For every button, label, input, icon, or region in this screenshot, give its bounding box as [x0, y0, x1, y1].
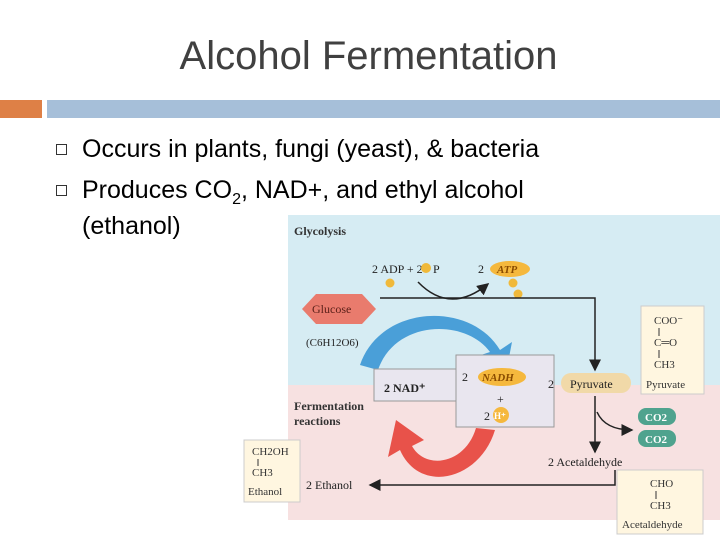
ethanol-label: 2 Ethanol: [306, 478, 353, 492]
phosphate-dot: [508, 278, 518, 288]
bullet-text-2: Produces CO2, NAD+, and ethyl alcohol: [82, 176, 524, 208]
pyruvate-structure-box: [640, 305, 705, 395]
ethanol-structure-line: CH3: [252, 467, 273, 479]
h-plus-label: H⁺: [494, 411, 506, 421]
plus-sign: +: [497, 392, 504, 406]
acetaldehyde-structure-line: CH3: [650, 500, 671, 512]
nadh-badge: [478, 368, 526, 386]
bullet-text-2-continued: (ethanol): [82, 212, 181, 240]
bullet-text-1: Occurs in plants, fungi (yeast), & bacte…: [82, 135, 540, 163]
pyruvate-structure-line: COO⁻: [654, 315, 683, 327]
slide-title: Alcohol Fermentation: [179, 34, 558, 78]
co2-release-arrow: [596, 411, 634, 436]
atp-label: ATP: [496, 264, 517, 276]
co2-pill: [638, 408, 676, 425]
ethanol-structure-name: Ethanol: [248, 486, 282, 498]
nad-box: [373, 368, 457, 402]
pyruvate-label: Pyruvate: [570, 377, 613, 391]
glucose-hexagon: [302, 294, 376, 324]
nad-plus-label: 2 NAD⁺: [384, 381, 425, 395]
acetaldehyde-structure-line: CHO: [650, 478, 673, 490]
co2-label: CO2: [645, 412, 668, 424]
pyruvate-structure-line: CH3: [654, 359, 675, 371]
phosphate-dot: [385, 278, 395, 288]
acetaldehyde-structure-name: Acetaldehyde: [622, 519, 683, 531]
pyruvate-coefficient: 2: [548, 377, 554, 391]
ethanol-structure-line: CH2OH: [252, 446, 289, 458]
glycolysis-label: Glycolysis: [294, 224, 346, 238]
glucose-label: Glucose: [312, 302, 351, 316]
phosphate-icon: [421, 263, 431, 273]
ethanol-structure-box: [243, 439, 301, 503]
h-plus-badge: [493, 407, 509, 423]
bullet-square-icon: [56, 185, 67, 196]
phosphate-dot: [513, 289, 523, 299]
atp-curve-arrow: [417, 281, 490, 300]
pyruvate-pill: [561, 373, 631, 393]
title-divider-bar: [47, 100, 720, 118]
acetaldehyde-label: 2 Acetaldehyde: [548, 455, 622, 469]
co2-pill: [638, 430, 676, 447]
h-coefficient: 2: [484, 409, 490, 423]
nadh-label: NADH: [481, 372, 514, 384]
fermentation-arrow: [388, 420, 495, 477]
acetaldehyde-to-ethanol-arrow: [368, 470, 616, 491]
fermentation-label-2: reactions: [294, 414, 341, 428]
nadh-coefficient: 2: [462, 370, 468, 384]
acetaldehyde-structure-box: [616, 469, 704, 535]
pathway-line: [380, 297, 601, 372]
pyruvate-structure-line: C═O: [654, 337, 677, 349]
glucose-formula: (C6H12O6): [306, 337, 359, 349]
atp-badge: [490, 261, 530, 277]
co2-label: CO2: [645, 434, 668, 446]
title-accent-bar: [0, 100, 42, 118]
glycolysis-arrow: [360, 315, 512, 378]
pyruvate-structure-name: Pyruvate: [646, 379, 685, 391]
phosphate-label: P: [433, 262, 440, 276]
atp-coefficient: 2: [478, 262, 484, 276]
fermentation-label-1: Fermentation: [294, 399, 364, 413]
bullet-square-icon: [56, 144, 67, 155]
adp-label: 2 ADP + 2: [372, 262, 423, 276]
